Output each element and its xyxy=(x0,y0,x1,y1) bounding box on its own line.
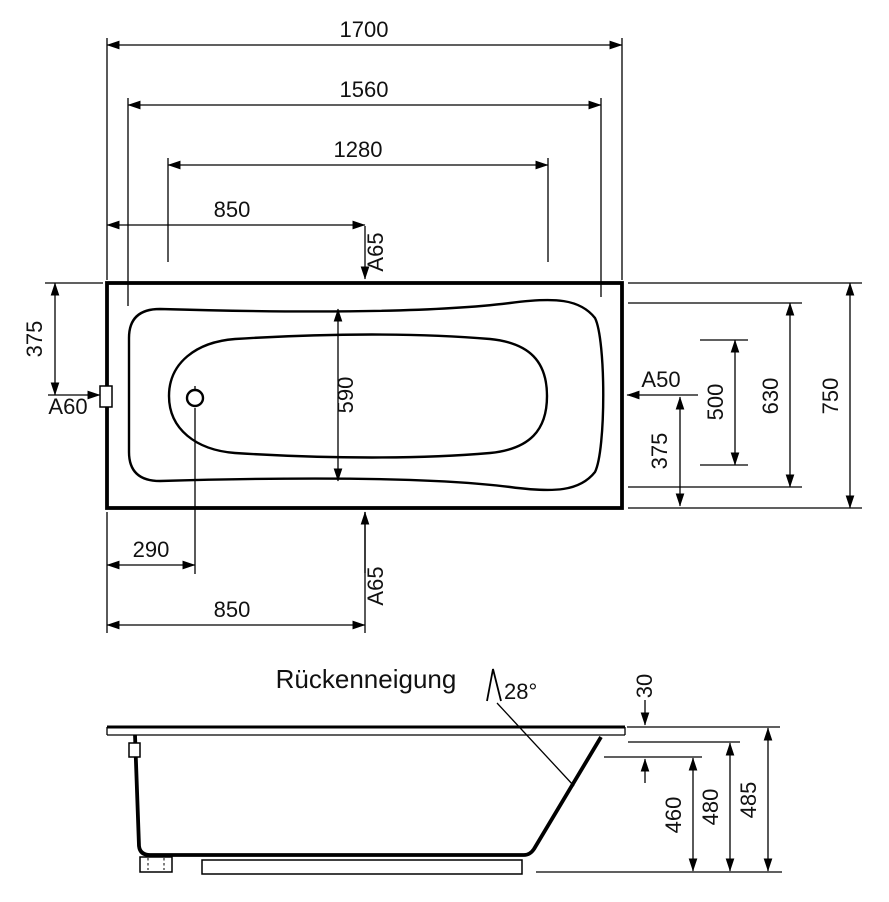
side-view: Rückenneigung 28° 30 460 480 485 xyxy=(106,664,782,875)
dim-30: 30 xyxy=(604,674,702,783)
dim-1700: 1700 xyxy=(106,17,623,280)
dim-label-485: 485 xyxy=(736,782,761,819)
dim-label-590: 590 xyxy=(333,377,358,414)
dim-label-460: 460 xyxy=(661,797,686,834)
dim-label-a65-bottom: A65 xyxy=(363,566,388,605)
dim-290: 290 xyxy=(106,408,196,633)
tub-outline-plan xyxy=(99,281,624,510)
dim-1560: 1560 xyxy=(127,77,602,306)
overflow-fitting xyxy=(99,385,113,408)
dim-375-left: 375 xyxy=(22,282,103,396)
dim-a50: A50 xyxy=(626,367,698,400)
dim-label-375-left: 375 xyxy=(22,321,47,358)
dim-label-1560: 1560 xyxy=(340,77,389,102)
dim-460: 460 xyxy=(536,757,782,873)
dim-label-750: 750 xyxy=(818,378,843,415)
dim-a65-bottom: A65 xyxy=(360,511,388,606)
tub-outer-rect xyxy=(105,281,624,510)
dim-label-375-right: 375 xyxy=(647,433,672,470)
dim-label-a50: A50 xyxy=(641,367,680,392)
dim-375-right: 375 xyxy=(647,396,685,507)
dim-850-top: 850 xyxy=(106,197,366,230)
dim-label-a60: A60 xyxy=(48,394,87,419)
plan-view: 1700 1560 1280 850 A65 375 xyxy=(22,17,862,633)
dim-480: 480 xyxy=(628,741,740,872)
dim-label-290: 290 xyxy=(133,537,170,562)
dim-label-1700: 1700 xyxy=(340,17,389,42)
dim-750: 750 xyxy=(628,282,862,509)
dim-label-630: 630 xyxy=(758,378,783,415)
support-base xyxy=(201,859,523,875)
tub-rim-inner-outline xyxy=(127,298,605,492)
dim-1280: 1280 xyxy=(167,137,549,262)
dim-a60: A60 xyxy=(48,390,101,419)
tub-outline-side xyxy=(106,725,626,875)
slope-annotation: Rückenneigung 28° xyxy=(276,664,575,787)
tub-body-profile xyxy=(133,734,603,857)
dim-850-bottom: 850 xyxy=(106,512,366,633)
dim-label-850-bottom: 850 xyxy=(214,597,251,622)
dim-label-500: 500 xyxy=(703,384,728,421)
dim-a65-top: A65 xyxy=(360,226,388,280)
leader-line xyxy=(496,702,575,787)
dim-label-850-top: 850 xyxy=(214,197,251,222)
dim-630: 630 xyxy=(628,302,802,488)
dim-590: 590 xyxy=(333,308,358,482)
overflow-pipe-side xyxy=(128,742,141,758)
rueckenneigung-label: Rückenneigung xyxy=(276,664,457,694)
dim-500: 500 xyxy=(700,339,748,466)
left-foot xyxy=(139,856,173,873)
dim-label-a65-top: A65 xyxy=(363,232,388,271)
dim-label-30: 30 xyxy=(632,674,657,698)
dim-label-1280: 1280 xyxy=(334,137,383,162)
slope-symbol-icon xyxy=(486,668,502,702)
dim-485: 485 xyxy=(627,726,780,872)
angle-label: 28° xyxy=(504,679,537,704)
dim-label-480: 480 xyxy=(698,789,723,826)
tub-floor-outline xyxy=(167,333,549,459)
